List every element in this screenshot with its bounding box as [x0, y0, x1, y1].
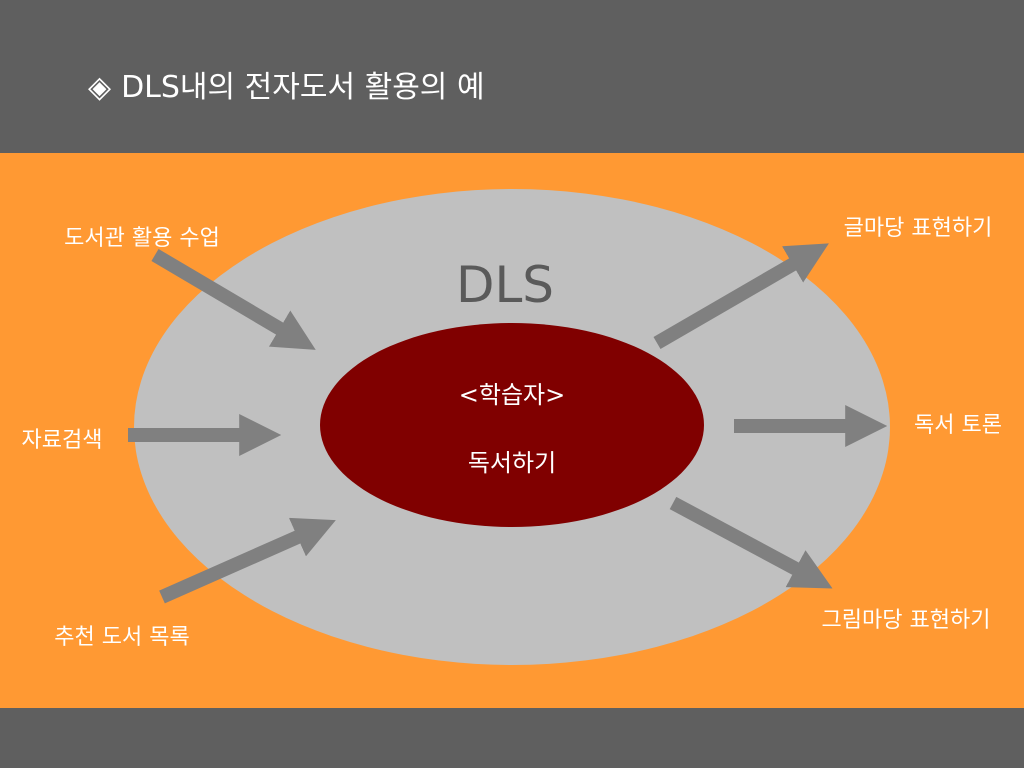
diamond-bullet-icon: ◈ — [88, 70, 112, 105]
learner-label: <학습자> — [459, 381, 565, 409]
output-label-writing-expression: 글마당 표현하기 — [844, 216, 993, 241]
slide-title: ◈ DLS내의 전자도서 활용의 예 — [88, 66, 485, 110]
header-band — [0, 0, 1024, 153]
output-label-drawing-expression: 그림마당 표현하기 — [822, 608, 991, 633]
learner-center-ellipse — [320, 323, 704, 527]
footer-band — [0, 708, 1024, 768]
arrow-drawing-expression — [669, 496, 833, 589]
reading-label: 독서하기 — [468, 449, 556, 477]
output-label-reading-discussion: 독서 토론 — [914, 413, 1002, 438]
arrow-writing-expression — [653, 243, 829, 350]
arrow-recommended-books — [159, 517, 336, 604]
dls-diagram: DLS <학습자> 독서하기 도서관 활용 수업 자료검색 추천 도서 목록 글… — [0, 153, 1024, 708]
input-label-data-search: 자료검색 — [22, 428, 103, 453]
input-label-library-class: 도서관 활용 수업 — [64, 226, 220, 251]
arrow-library-class — [151, 248, 316, 350]
dls-label: DLS — [456, 256, 554, 314]
input-label-recommended-books: 추천 도서 목록 — [54, 625, 189, 650]
slide-title-text: DLS내의 전자도서 활용의 예 — [121, 70, 485, 105]
